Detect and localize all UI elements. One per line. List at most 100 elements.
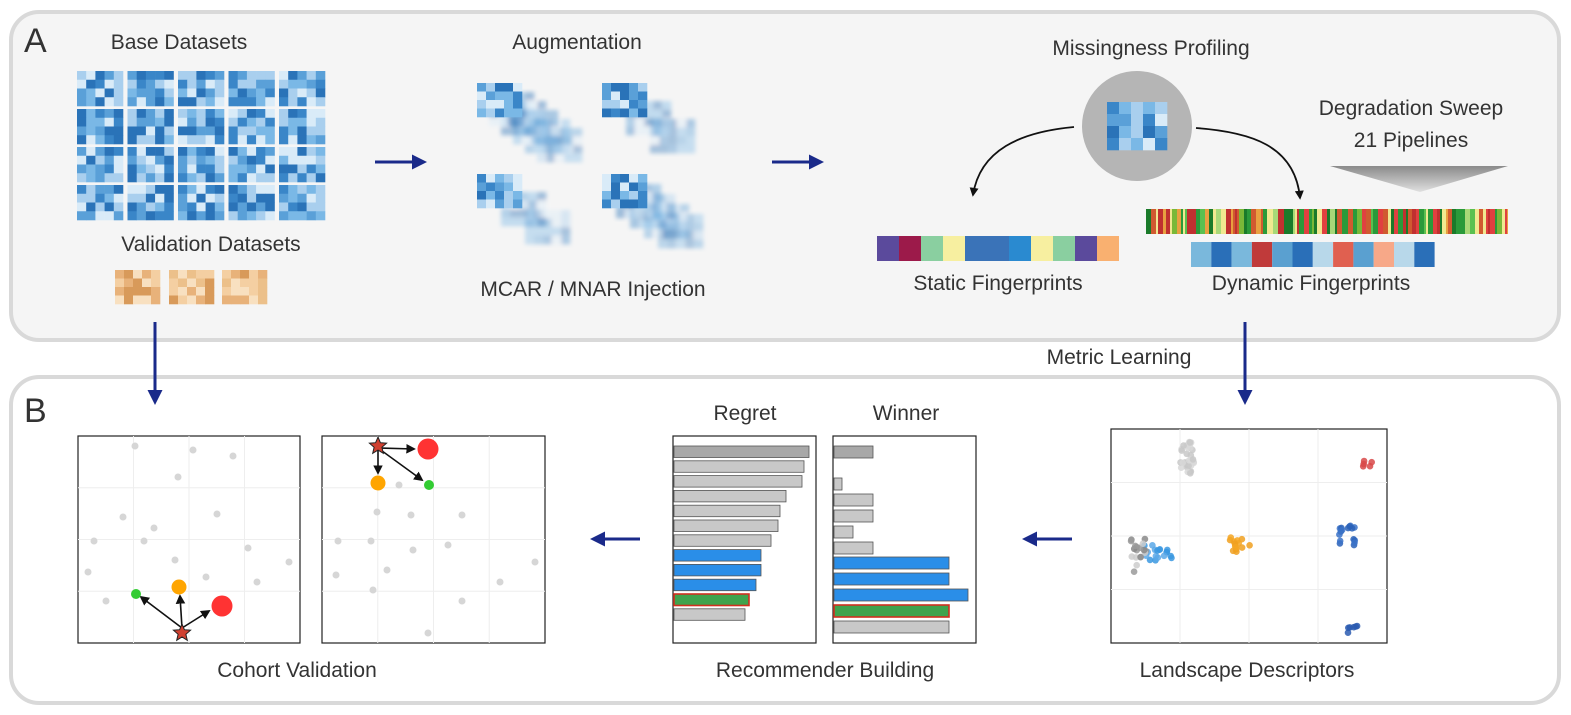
fingerprint-cell xyxy=(1009,236,1031,261)
static-fingerprints-label: Static Fingerprints xyxy=(913,272,1083,295)
degradation-stripe xyxy=(1293,209,1295,234)
arrow-to-static xyxy=(969,126,1075,197)
cohort-point xyxy=(174,473,182,481)
degradation-stripe xyxy=(1378,209,1383,234)
cohort-point xyxy=(229,452,237,460)
degradation-stripe xyxy=(1187,209,1191,234)
landscape-point xyxy=(1359,463,1367,470)
landscape-point xyxy=(1336,537,1344,545)
landscape-point xyxy=(1146,556,1154,564)
degradation-stripe xyxy=(1353,209,1357,234)
augmented-stack xyxy=(602,83,696,154)
winner-bar xyxy=(833,493,874,507)
base-datasets-label: Base Datasets xyxy=(110,31,248,54)
degradation-stripe xyxy=(1406,209,1408,234)
degradation-stripe xyxy=(1475,209,1479,234)
validation-tile xyxy=(169,270,215,305)
degradation-stripe xyxy=(1209,209,1213,234)
augmented-stack xyxy=(477,83,583,163)
neighbor-dot xyxy=(370,475,386,491)
augmented-stack xyxy=(602,174,704,249)
cohort-validation-label: Cohort Validation xyxy=(217,659,377,682)
augmented-front xyxy=(477,83,523,118)
regret-bar xyxy=(673,445,810,458)
dataset-tile xyxy=(178,109,225,145)
degradation-stripe xyxy=(1312,209,1314,234)
regret-bar xyxy=(673,475,803,488)
profile-tile xyxy=(1107,102,1168,151)
degradation-stripe xyxy=(1483,209,1486,234)
winner-bar xyxy=(833,620,950,634)
degradation-stripe xyxy=(1284,209,1288,234)
fingerprint-cell xyxy=(943,236,965,261)
degradation-stripe xyxy=(1344,209,1348,234)
degradation-stripe xyxy=(1448,209,1452,234)
degradation-stripe xyxy=(1299,209,1304,234)
degradation-stripe xyxy=(1486,209,1488,234)
validation-tile xyxy=(222,270,268,305)
landscape-point xyxy=(1179,459,1186,467)
landscape-point xyxy=(1344,629,1352,636)
regret-bar xyxy=(673,564,762,577)
fingerprint-cell xyxy=(1097,236,1119,261)
augmented-front xyxy=(477,174,523,209)
cohort-point xyxy=(244,544,252,552)
dataset-tile xyxy=(178,147,225,183)
dataset-tile xyxy=(127,185,174,221)
fingerprint-cell xyxy=(1075,236,1097,261)
dataset-tile xyxy=(279,185,326,221)
degradation-stripe xyxy=(1335,209,1337,234)
landscape-point xyxy=(1187,444,1194,451)
neighbor-arrow xyxy=(175,594,186,629)
fingerprint-cell xyxy=(1353,242,1374,267)
cohort-point xyxy=(458,597,466,605)
landscape-point xyxy=(1127,537,1135,545)
cohort-point xyxy=(334,537,342,545)
landscape-point xyxy=(1345,624,1352,632)
fingerprint-cell xyxy=(1231,242,1252,267)
landscape-point xyxy=(1189,456,1197,463)
degradation-stripe xyxy=(1490,209,1495,234)
fingerprint-cell xyxy=(1414,242,1435,267)
degradation-stripe xyxy=(1231,209,1233,234)
neighbor-arrow xyxy=(181,609,211,629)
winner-bar xyxy=(833,509,874,523)
landscape-point xyxy=(1185,462,1192,470)
landscape-point xyxy=(1154,554,1162,561)
winner-bar xyxy=(833,525,854,539)
dataset-tile xyxy=(228,147,275,183)
degradation-stripe xyxy=(1256,209,1261,234)
dataset-tile xyxy=(279,71,326,107)
landscape-point xyxy=(1160,552,1168,560)
degradation-stripe xyxy=(1151,209,1156,234)
degradation-stripes xyxy=(1146,209,1508,234)
profiling-heatmap-icon xyxy=(1107,102,1168,151)
neighbor-dot xyxy=(211,595,233,617)
degradation-stripe xyxy=(1314,209,1317,234)
cohort-point xyxy=(458,511,466,519)
degradation-stripe xyxy=(1330,209,1335,234)
regret-plot xyxy=(672,435,817,644)
regret-bar xyxy=(673,519,779,532)
degradation-stripe xyxy=(1317,209,1322,234)
dataset-tile xyxy=(279,109,326,145)
degradation-stripe xyxy=(1233,209,1235,234)
degradation-stripe xyxy=(1170,209,1172,234)
cohort-point xyxy=(213,510,221,518)
degradation-stripe xyxy=(1205,209,1209,234)
dataset-tile xyxy=(127,71,174,107)
degradation-stripe xyxy=(1267,209,1269,234)
winner-bar xyxy=(833,445,874,459)
fingerprint-cell xyxy=(1272,242,1293,267)
degradation-stripe xyxy=(1322,209,1327,234)
degradation-stripe xyxy=(1505,209,1507,234)
query-star-icon xyxy=(368,435,388,455)
degradation-stripe xyxy=(1428,209,1433,234)
regret-bar xyxy=(673,578,757,592)
cohort-point xyxy=(332,571,340,579)
dataset-tile xyxy=(178,71,225,107)
dataset-tile xyxy=(127,109,174,145)
degradation-stripe xyxy=(1327,209,1330,234)
degradation-stripe xyxy=(1156,209,1158,234)
neighbor-dot xyxy=(171,579,187,595)
